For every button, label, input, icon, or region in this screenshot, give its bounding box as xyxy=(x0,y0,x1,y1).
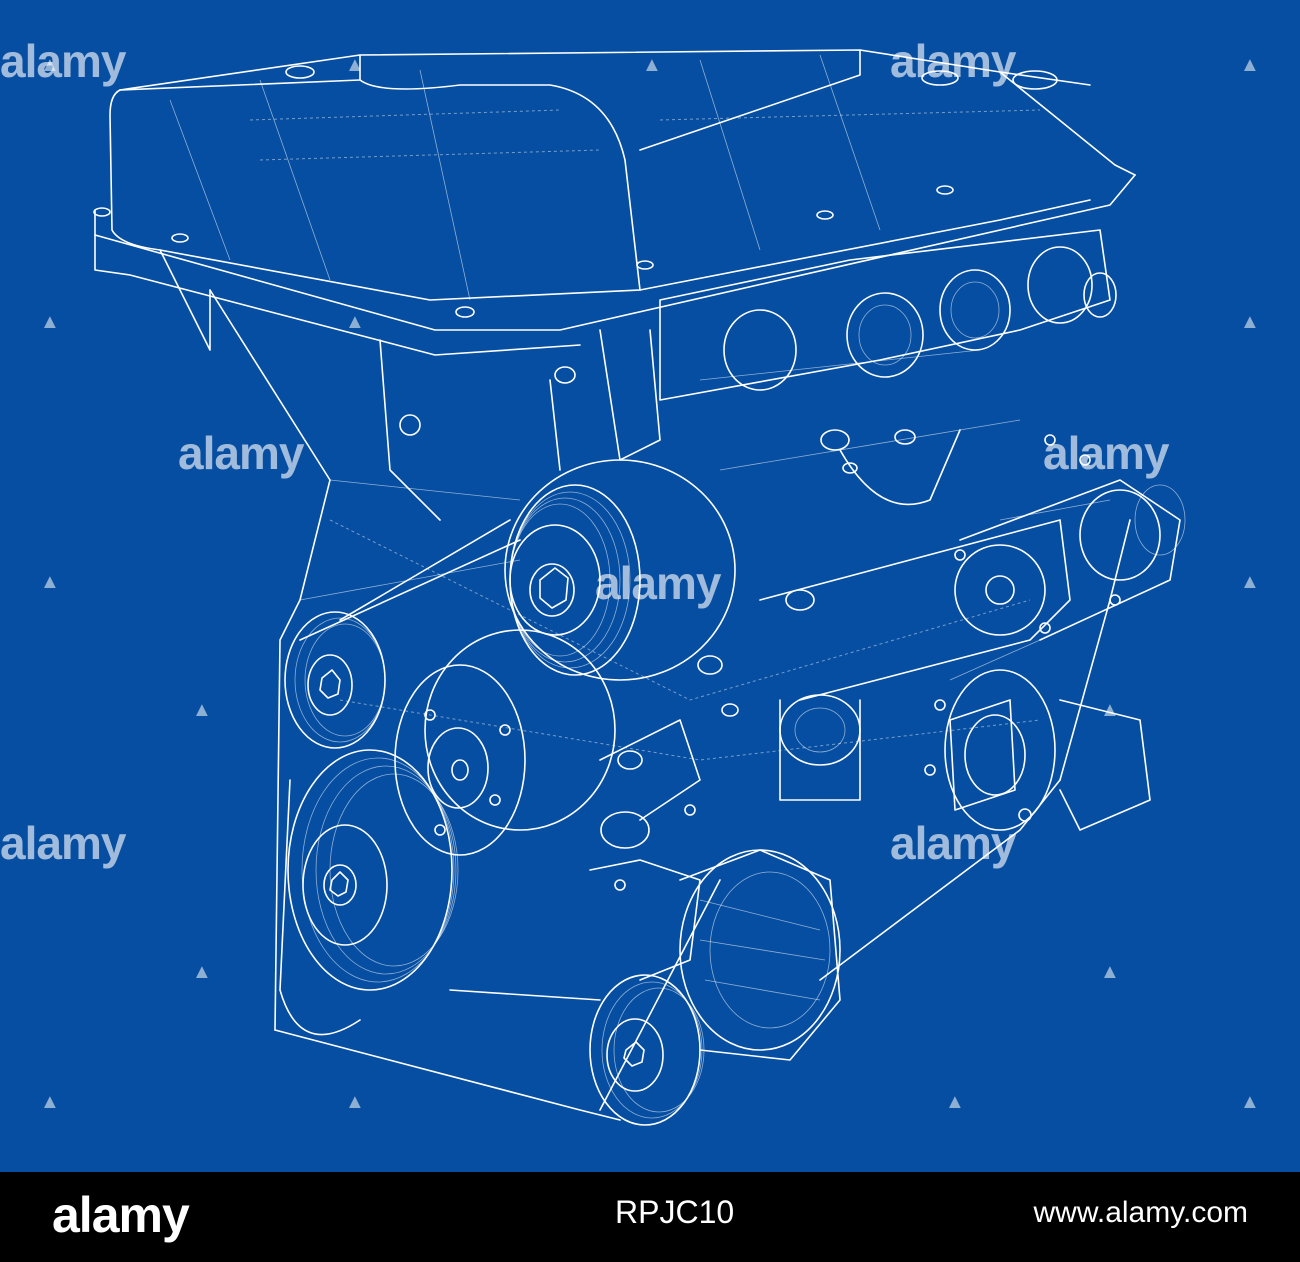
intake-ports xyxy=(659,229,1117,401)
water-pump-pulley xyxy=(394,629,616,856)
idler-pulley xyxy=(284,611,386,749)
engine-wireframe-illustration xyxy=(93,49,1186,1126)
footer-bar: alamy RPJC10 www.alamy.com xyxy=(0,1172,1300,1262)
blueprint-drawing: alamy alamy alamy alamy alamy alamy alam… xyxy=(0,38,1260,1126)
alternator xyxy=(589,719,841,1061)
alternator-pulley xyxy=(589,974,705,1126)
footer-url-link[interactable]: www.alamy.com xyxy=(1033,1196,1248,1229)
image-id-label: RPJC10 xyxy=(615,1194,735,1230)
engine-block xyxy=(159,249,1131,1121)
footer-logo: alamy xyxy=(52,1187,190,1243)
serpentine-belt xyxy=(279,519,721,1111)
tensioner-pulley xyxy=(504,459,736,681)
valve-cover xyxy=(93,49,1136,356)
power-steering-pump xyxy=(944,479,1186,831)
crankshaft-pulley xyxy=(287,749,459,991)
fastener-bolts xyxy=(614,434,1121,891)
